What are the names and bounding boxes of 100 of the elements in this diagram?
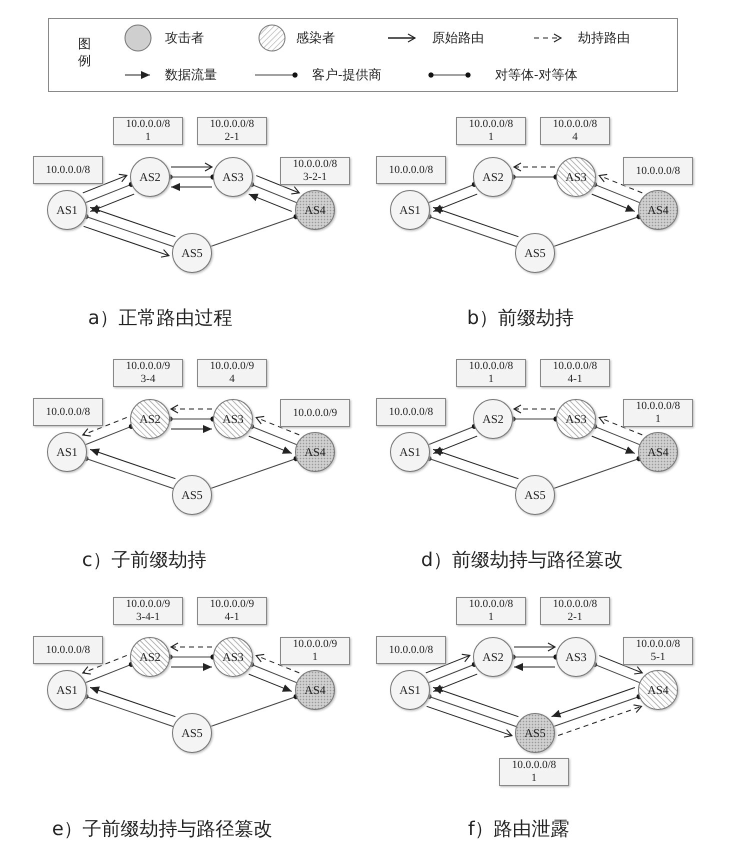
panel-caption: c）子前缀劫持 — [82, 548, 206, 573]
route-box — [280, 399, 350, 427]
traffic-arrow — [432, 206, 519, 238]
hijack-route-arrow — [170, 642, 212, 652]
traffic-arrow — [90, 194, 135, 212]
customer-provider-link — [85, 182, 134, 204]
hijack-route-arrow — [82, 654, 128, 675]
customer-provider-link — [248, 662, 297, 684]
route-arrow — [514, 642, 556, 652]
prefix-text: 10.0.0.0/8 — [388, 164, 434, 176]
as-path-text: 3-4 — [140, 373, 156, 386]
infected-as-circle: AS3 — [213, 637, 253, 677]
as-circle: AS3 — [556, 637, 596, 677]
route-box — [376, 636, 446, 664]
customer-provider-link — [248, 424, 297, 446]
prefix-text: 10.0.0.0/8 — [46, 644, 90, 656]
prefix-text: 10.0.0.0/9 — [292, 638, 338, 651]
as-circle: AS1 — [47, 190, 87, 230]
route-box — [456, 117, 526, 145]
traffic-arrow — [170, 425, 212, 433]
route-box — [623, 399, 693, 427]
attacker-as-circle: AS4 — [295, 190, 335, 230]
prefix-text: 10.0.0.0/9 — [126, 598, 170, 611]
prefix-text: 10.0.0.0/8 — [468, 118, 514, 131]
route-box — [197, 359, 267, 387]
customer-provider-link — [248, 182, 297, 204]
attacker-as-circle: AS4 — [295, 432, 335, 472]
as-path-text: 1 — [312, 651, 318, 664]
traffic-arrow — [432, 436, 478, 454]
prefix-text: 10.0.0.0/8 — [468, 360, 514, 373]
prefix-text: 10.0.0.0/8 — [552, 118, 598, 131]
panel-caption: d）前缀劫持与路径篡改 — [421, 548, 624, 573]
infected-as-circle: AS2 — [130, 637, 170, 677]
route-box — [623, 637, 693, 665]
as-path-text: 2-1 — [568, 611, 582, 624]
prefix-text: 10.0.0.0/8 — [552, 598, 598, 611]
route-box — [376, 156, 446, 184]
route-box — [197, 117, 267, 145]
route-box — [280, 157, 350, 185]
route-box — [540, 597, 610, 625]
prefix-text: 10.0.0.0/8 — [388, 644, 434, 656]
as-path-text: 1 — [655, 413, 661, 426]
infected-as-circle: AS3 — [556, 399, 596, 439]
route-box — [33, 156, 103, 184]
customer-provider-link — [210, 694, 299, 727]
hijack-route-arrow — [598, 174, 643, 194]
panel-caption: b）前缀劫持 — [467, 306, 574, 331]
route-box — [376, 398, 446, 426]
as-path-text: 1 — [145, 131, 151, 144]
route-box — [623, 157, 693, 185]
as-circle: AS1 — [390, 190, 430, 230]
traffic-arrow — [170, 183, 212, 191]
attacker-as-circle: AS4 — [295, 670, 335, 710]
prefix-text: 10.0.0.0/8 — [636, 164, 680, 178]
traffic-arrow — [432, 674, 478, 692]
traffic-arrow — [591, 194, 636, 212]
prefix-text: 10.0.0.0/9 — [126, 360, 170, 373]
legend-title: 图例 — [78, 36, 92, 70]
customer-provider-link — [428, 182, 478, 204]
attacker-as-circle: AS4 — [638, 432, 678, 472]
traffic-arrow — [90, 448, 176, 480]
as-path-text: 4 — [229, 373, 235, 386]
prefix-text: 10.0.0.0/9 — [292, 406, 338, 420]
attacker-as-circle: AS4 — [638, 190, 678, 230]
route-box — [113, 597, 183, 625]
route-arrow — [426, 706, 512, 738]
legend-text: 攻击者 — [165, 30, 204, 47]
as-circle: AS5 — [172, 475, 212, 515]
traffic-arrow — [432, 194, 478, 212]
as-circle: AS5 — [172, 233, 212, 273]
infected-as-circle: AS3 — [556, 157, 596, 197]
as-circle: AS2 — [473, 637, 513, 677]
prefix-text: 10.0.0.0/8 — [636, 400, 680, 413]
customer-provider-link — [592, 662, 640, 684]
as-circle: AS2 — [473, 399, 513, 439]
route-box — [499, 758, 569, 786]
route-arrow — [598, 655, 643, 675]
legend-text: 劫持路由 — [578, 30, 630, 47]
route-box — [113, 359, 183, 387]
customer-provider-link — [592, 182, 640, 204]
as-circle: AS5 — [172, 713, 212, 753]
hijack-route-arrow — [513, 404, 556, 414]
as-path-text: 4-1 — [568, 373, 582, 386]
customer-provider-link — [553, 214, 642, 247]
as-circle: AS1 — [390, 432, 430, 472]
hijack-route-arrow — [558, 704, 642, 736]
as-path-text: 2-1 — [224, 131, 240, 144]
legend-text: 客户-提供商 — [312, 67, 382, 84]
route-box — [456, 359, 526, 387]
prefix-text: 10.0.0.0/8 — [46, 406, 90, 418]
traffic-arrow — [90, 206, 176, 238]
route-arrow — [425, 654, 470, 674]
as-circle: AS1 — [390, 670, 430, 710]
as-circle: AS5 — [515, 475, 555, 515]
route-box — [197, 597, 267, 625]
panel-caption: e）子前缀劫持与路径篡改 — [52, 817, 273, 842]
hijack-route-arrow — [170, 404, 212, 414]
route-arrow — [83, 226, 170, 258]
panel-caption: f）路由泄露 — [468, 817, 570, 842]
customer-provider-link — [592, 424, 640, 446]
